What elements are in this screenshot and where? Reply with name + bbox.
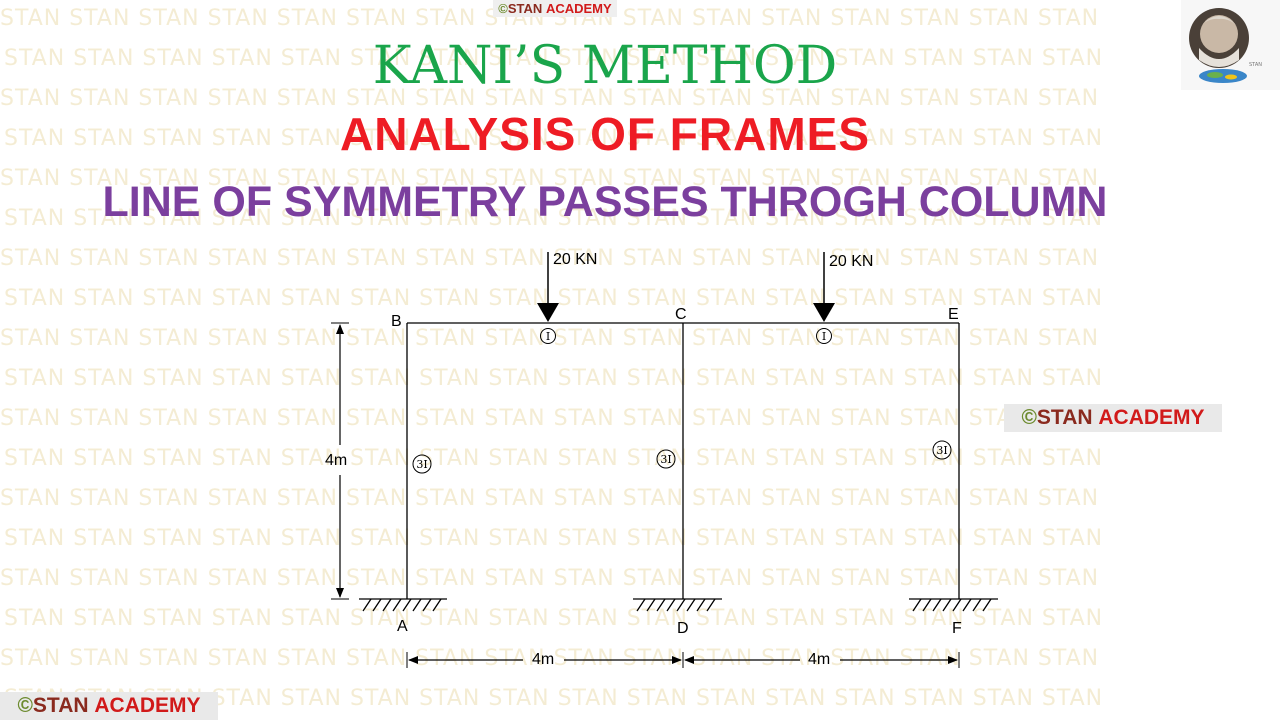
copyright-symbol: © [498,1,508,16]
column-stiffness-ef: 3I [932,440,952,460]
height-dimension [331,322,349,600]
copyright-symbol: © [17,694,33,717]
load-label-right: 20 KN [829,253,873,270]
load-label-left: 20 KN [553,251,597,268]
top-academy-badge: ©STAN ACADEMY [493,0,617,17]
watermark-row: STAN STAN STAN STAN STAN STAN STAN STAN … [0,86,1100,111]
watermark-row: STAN STAN STAN STAN STAN STAN STAN STAN … [0,486,1100,511]
watermark-row: STAN STAN STAN STAN STAN STAN STAN STAN … [0,246,1100,271]
node-label-d: D [677,620,689,637]
stiffness-label: 3I [416,458,427,471]
node-label-f: F [952,620,962,637]
node-label-c: C [675,306,687,323]
bottom-academy-badge: ©STAN ACADEMY [0,692,218,720]
fixed-support-a [359,598,447,612]
main-title: KANI’S METHOD [372,36,838,96]
channel-logo: STAN [1181,0,1280,90]
node-label-e: E [948,306,959,323]
fixed-support-d [633,598,722,612]
point-load-right [813,252,835,322]
watermark-row: STAN STAN STAN STAN STAN STAN STAN STAN … [0,406,1100,431]
watermark-row: STAN STAN STAN STAN STAN STAN STAN STAN … [0,326,1100,351]
topic-title: LINE OF SYMMETRY PASSES THROGH COLUMN [102,178,1108,226]
span-dimension-left [406,652,682,668]
watermark-row: STAN STAN STAN STAN STAN STAN STAN STAN … [4,446,1104,471]
node-label-a: A [397,618,408,635]
column-stiffness-cd: 3I [656,449,676,469]
logo-text: STAN [1249,62,1262,68]
badge-academy-text: ACADEMY [94,694,201,717]
point-load-left [537,252,559,322]
watermark-row: STAN STAN STAN STAN STAN STAN STAN STAN … [0,646,1100,671]
badge-stan-text: STAN [1036,406,1093,429]
span-dim-label-right: 4m [808,651,830,668]
height-dim-label: 4m [325,452,347,469]
watermark-row: STAN STAN STAN STAN STAN STAN STAN STAN … [4,526,1104,551]
stiffness-label: 3I [660,453,671,466]
badge-stan-text: STAN [507,1,543,16]
stiffness-label: 3I [936,444,947,457]
stiffness-label: I [822,330,826,343]
watermark-row: STAN STAN STAN STAN STAN STAN STAN STAN … [4,606,1104,631]
copyright-symbol: © [1021,406,1037,429]
watermark-row: STAN STAN STAN STAN STAN STAN STAN STAN … [4,206,1104,231]
stiffness-label: I [546,330,550,343]
side-academy-badge: ©STAN ACADEMY [1004,404,1222,432]
span-dimension-right [682,652,960,668]
beam-stiffness-ce: I [816,328,832,344]
badge-academy-text: ACADEMY [545,1,612,16]
node-label-b: B [391,313,402,330]
beam-stiffness-bc: I [540,328,556,344]
subtitle: ANALYSIS OF FRAMES [339,108,871,160]
watermark-row: STAN STAN STAN STAN STAN STAN STAN STAN … [0,566,1100,591]
column-stiffness-ab: 3I [412,454,432,474]
badge-stan-text: STAN [32,694,89,717]
watermark-row: STAN STAN STAN STAN STAN STAN STAN STAN … [0,166,1100,191]
watermark-row: STAN STAN STAN STAN STAN STAN STAN STAN … [4,366,1104,391]
span-dim-label-left: 4m [532,651,554,668]
fixed-support-f [909,598,998,612]
watermark-row: STAN STAN STAN STAN STAN STAN STAN STAN … [4,126,1104,151]
badge-academy-text: ACADEMY [1098,406,1205,429]
watermark-row: STAN STAN STAN STAN STAN STAN STAN STAN … [4,46,1104,71]
